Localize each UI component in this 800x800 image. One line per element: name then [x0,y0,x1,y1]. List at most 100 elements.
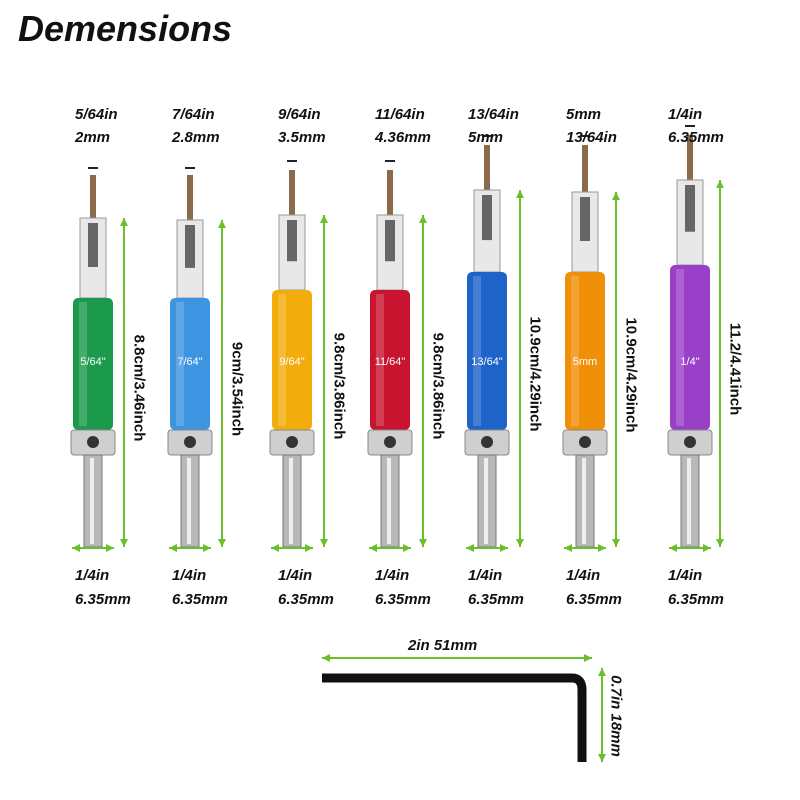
arrow-head [584,654,592,662]
drill-bit-4 [367,160,413,548]
length-label: 10.9cm/4.29inch [526,315,544,432]
length-label: 9cm/3.54inch [228,341,246,436]
arrow-head [516,539,524,547]
sleeve-size-label: 11/64" [374,356,406,368]
arrow-head [305,544,313,552]
arrow-head [419,539,427,547]
set-screw-icon [684,436,696,448]
sleeve-highlight [473,276,481,426]
hex-key [322,673,587,762]
arrow-head [466,544,474,552]
drill-flute [88,223,98,267]
sleeve-highlight [176,302,184,426]
shank-size-mm-label: 6.35mm [668,591,724,608]
length-arrow [716,180,724,547]
length-arrow [120,218,128,547]
bit-size-alt-label: 2.8mm [172,129,220,146]
sleeve-size-label: 7/64" [177,356,203,368]
color-sleeve [272,290,312,430]
length-label: 8.8cm/3.46inch [130,334,148,441]
bit-size-label: 13/64in [468,106,519,123]
arrow-head [72,544,80,552]
set-screw-icon [579,436,591,448]
sleeve-size-label: 5mm [572,356,598,368]
drill-flute [580,197,590,241]
sleeve-highlight [376,294,384,426]
shank-highlight [484,458,488,544]
shank-size-mm-label: 6.35mm [172,591,228,608]
length-arrow [516,190,524,547]
shank-width-arrow [369,544,411,552]
shank-highlight [289,458,293,544]
arrow-head [320,215,328,223]
sleeve-size-label: 13/64" [471,356,503,368]
shank-size-mm-label: 6.35mm [375,591,431,608]
bit-size-label: 5/64in [75,106,118,123]
length-label: 9.8cm/3.86inch [330,332,348,440]
arrow-head [106,544,114,552]
page-title: Demensions [18,8,233,49]
drill-bit-7 [667,125,713,548]
shank-width-arrow [564,544,606,552]
shank-size-label: 1/4in [468,567,503,584]
bit-size-alt-label: 4.36mm [375,129,431,146]
drill-bit-3 [269,160,315,548]
shank-size-label: 1/4in [668,567,703,584]
drill-tip [187,175,193,230]
shank-size-mm-label: 6.35mm [278,591,334,608]
arrow-head [716,180,724,188]
arrow-head [612,192,620,200]
depth-mark [685,125,695,127]
bit-size-label: 5mm [566,106,602,123]
color-sleeve [670,265,710,430]
arrow-head [120,218,128,226]
drill-flute [385,220,395,262]
depth-mark [88,167,98,169]
bit-size-alt-label: 5mm [468,129,504,146]
bit-size-alt-label: 13/64in [566,129,617,146]
shank-size-label: 1/4in [278,567,313,584]
depth-mark [287,160,297,162]
shank-size-label: 1/4in [375,567,410,584]
drill-tip [687,135,693,190]
set-screw-icon [481,436,493,448]
length-arrow [218,220,226,547]
shank-size-label: 1/4in [172,567,207,584]
arrow-head [564,544,572,552]
drill-tip [484,145,490,200]
arrow-head [516,190,524,198]
length-label: 10.9cm/4.29inch [622,316,640,433]
shank-highlight [387,458,391,544]
bit-size-label: 1/4in [668,106,703,123]
color-sleeve [565,272,605,430]
drill-flute [482,195,492,241]
drill-bit-5 [464,135,510,548]
shank-size-mm-label: 6.35mm [75,591,131,608]
sleeve-highlight [79,302,87,426]
color-sleeve [73,298,113,430]
drill-bit-6 [562,135,608,548]
sleeve-highlight [278,294,286,426]
drill-bit-1 [70,167,116,548]
depth-mark [482,135,492,137]
arrow-head [320,539,328,547]
set-screw-icon [87,436,99,448]
shank-size-label: 1/4in [75,567,110,584]
drill-tip [387,170,393,225]
shank-width-arrow [72,544,114,552]
arrow-head [500,544,508,552]
shank-width-arrow [669,544,711,552]
arrow-head [403,544,411,552]
arrow-head [169,544,177,552]
hex-key-body [322,673,587,762]
hex-key-height-label: 0.7in 18mm [607,675,625,757]
set-screw-icon [184,436,196,448]
length-label: 9.8cm/3.86inch [429,332,447,440]
arrow-head [271,544,279,552]
sleeve-highlight [676,269,684,426]
bit-size-alt-label: 2mm [75,129,111,146]
arrow-head [703,544,711,552]
arrow-head [598,668,606,676]
